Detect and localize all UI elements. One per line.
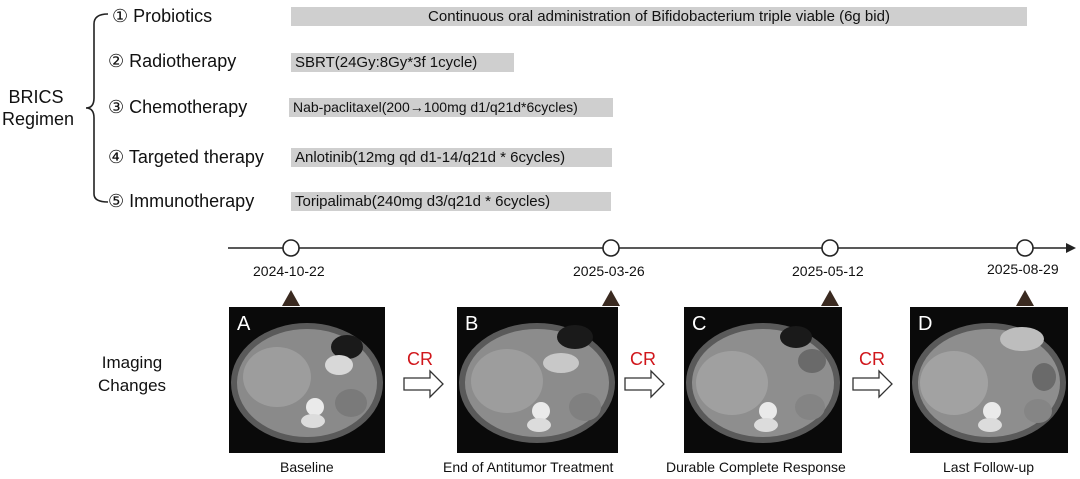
ct-panel-d: D — [910, 307, 1068, 453]
ct-scan-image — [231, 323, 383, 443]
regimen-bar-immunotherapy: Toripalimab(240mg d3/q21d * 6cycles) — [291, 192, 611, 211]
timeline-arrowhead — [1066, 243, 1076, 253]
regimen-name-targeted-therapy: ④ Targeted therapy — [108, 147, 264, 167]
timeline-milestone-4 — [1016, 239, 1034, 257]
timeline-date-1: 2024-10-22 — [253, 263, 325, 279]
imaging-changes-label: Imaging Changes — [82, 351, 182, 397]
ct-panel-a: A — [229, 307, 385, 453]
imaging-label-line2: Changes — [97, 376, 167, 395]
ct-scan-image — [459, 323, 615, 443]
panel-pointer-b — [602, 290, 620, 306]
transition-arrow-2 — [624, 369, 665, 399]
panel-caption-b: End of Antitumor Treatment — [443, 459, 614, 475]
regimen-bar-probiotics: Continuous oral administration of Bifido… — [291, 7, 1027, 26]
regimen-label-line1: BRICS — [8, 87, 64, 107]
ct-panel-c: C — [684, 307, 842, 453]
regimen-name-chemotherapy: ③ Chemotherapy — [108, 97, 248, 117]
imaging-label-line1: Imaging — [101, 353, 163, 372]
cr-label-1: CR — [407, 349, 433, 369]
panel-letter-a: A — [237, 313, 251, 335]
panel-pointer-a — [282, 290, 300, 306]
panel-pointer-c — [821, 290, 839, 306]
transition-arrow-1 — [403, 369, 444, 399]
regimen-bar-targeted-therapy: Anlotinib(12mg qd d1-14/q21d * 6cycles) — [291, 148, 612, 167]
cr-label-2: CR — [630, 349, 656, 369]
panel-caption-d: Last Follow-up — [943, 459, 1035, 475]
ct-scan-image — [912, 323, 1066, 443]
timeline-date-3: 2025-05-12 — [792, 263, 864, 279]
regimen-name-probiotics: ① Probiotics — [112, 6, 213, 26]
timeline-milestone-3 — [821, 239, 839, 257]
panel-caption-c: Durable Complete Response — [666, 459, 846, 475]
transition-arrow-3 — [852, 369, 893, 399]
timeline-date-2: 2025-03-26 — [573, 263, 645, 279]
regimen-bracket — [85, 13, 109, 203]
timeline-date-4: 2025-08-29 — [987, 261, 1059, 277]
ct-panel-b: B — [457, 307, 618, 453]
ct-scan-image — [686, 323, 840, 443]
timeline-milestone-1 — [282, 239, 300, 257]
regimen-label: BRICS Regimen — [2, 86, 75, 130]
regimen-name-immunotherapy: ⑤ Immunotherapy — [108, 191, 255, 211]
regimen-label-line2: Regimen — [2, 109, 75, 129]
regimen-bar-chemotherapy: Nab-paclitaxel(200→100mg d1/q21d*6cycles… — [289, 98, 613, 117]
regimen-name-radiotherapy: ② Radiotherapy — [108, 51, 237, 71]
panel-letter-c: C — [692, 313, 707, 335]
panel-caption-a: Baseline — [280, 459, 334, 475]
panel-letter-b: B — [465, 313, 479, 335]
panel-letter-d: D — [918, 313, 933, 335]
regimen-bar-radiotherapy: SBRT(24Gy:8Gy*3f 1cycle) — [291, 53, 514, 72]
timeline-milestone-2 — [602, 239, 620, 257]
panel-pointer-d — [1016, 290, 1034, 306]
cr-label-3: CR — [859, 349, 885, 369]
